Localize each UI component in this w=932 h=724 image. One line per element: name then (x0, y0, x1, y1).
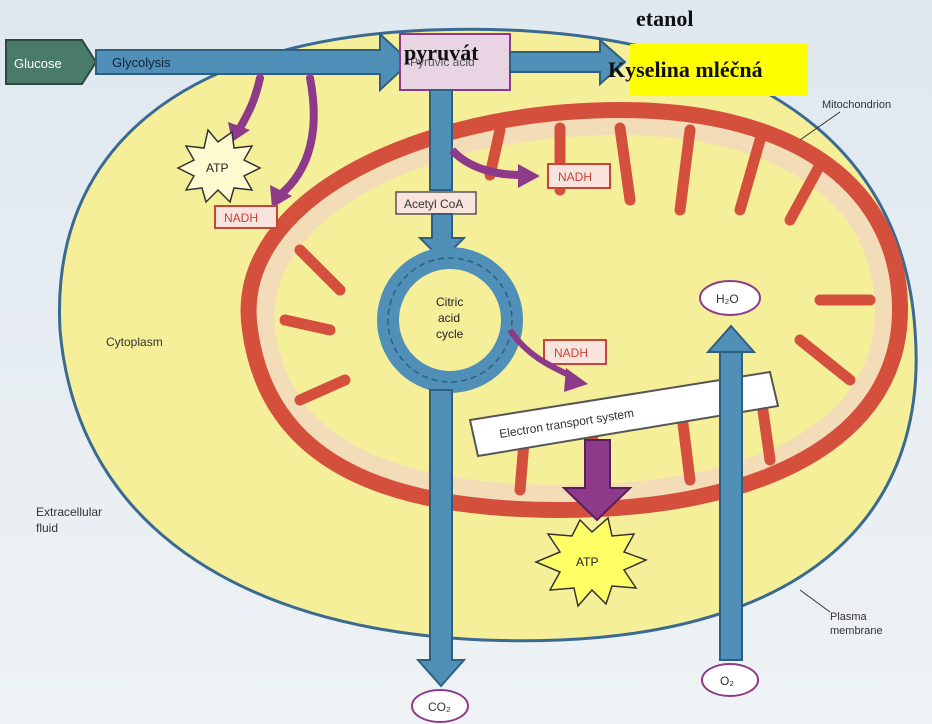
citric-label-2: acid (438, 311, 460, 325)
kyselina-mlecna-label: Kyselina mléčná (630, 44, 808, 96)
nadh-top-label: NADH (558, 170, 592, 184)
glucose-box: Glucose (6, 40, 96, 84)
citric-label-3: cycle (436, 327, 464, 341)
nadh-top-box: NADH (548, 164, 610, 188)
glycolysis-label: Glycolysis (112, 55, 171, 70)
nadh-mid-label: NADH (554, 346, 588, 360)
citric-label-1: Citric (436, 295, 463, 309)
pyruvat-label: pyruvát (404, 40, 479, 66)
h2o-ellipse: H₂O (700, 281, 760, 315)
nadh-left-box: NADH (215, 206, 277, 228)
kyselina-mlecna-text: Kyselina mléčná (608, 57, 763, 82)
etanol-label: etanol (636, 6, 693, 32)
pyruvate-to-acetyl-arrow (430, 90, 452, 190)
extracellular-label-1: Extracellular (36, 505, 102, 519)
nadh-left-label: NADH (224, 211, 258, 225)
plasma-membrane-label-2: membrane (830, 625, 883, 637)
acetyl-coa-label: Acetyl CoA (404, 197, 463, 211)
cytoplasm-label: Cytoplasm (106, 335, 163, 349)
plasma-membrane-label-1: Plasma (830, 611, 868, 623)
co2-ellipse: CO₂ (412, 690, 468, 722)
glucose-label: Glucose (14, 56, 62, 71)
mitochondrion-label: Mitochondrion (822, 99, 891, 111)
atp-bottom-label: ATP (576, 555, 598, 569)
h2o-label: H₂O (716, 292, 739, 306)
atp-top-label: ATP (206, 161, 228, 175)
acetyl-coa-box: Acetyl CoA (396, 192, 476, 214)
co2-label: CO₂ (428, 700, 451, 714)
nadh-mid-box: NADH (544, 340, 606, 364)
extracellular-label-2: fluid (36, 521, 58, 535)
o2-to-h2o-arrow (720, 350, 742, 660)
o2-label: O₂ (720, 674, 734, 688)
o2-ellipse: O₂ (702, 664, 758, 696)
